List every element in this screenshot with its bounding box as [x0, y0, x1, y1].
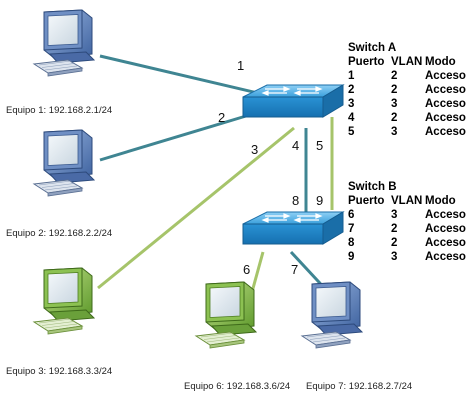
equipo-7-pc-icon	[301, 281, 363, 349]
port-label-4: 4	[292, 138, 299, 153]
switch-b-rows: 6 3 Acceso 7 2 Acceso 8 2 Acceso 9 3 Acc…	[348, 209, 466, 263]
port-label-9: 9	[316, 193, 323, 208]
equipo-2-label: Equipo 2: 192.168.2.2/24	[6, 228, 112, 239]
equipo-3-label: Equipo 3: 192.168.3.3/24	[6, 366, 112, 377]
equipo-3-pc-icon	[33, 267, 95, 335]
switch-b-row-vlan: 3	[391, 251, 397, 263]
switch-b-row-vlan: 3	[391, 209, 397, 221]
port-label-5: 5	[316, 138, 323, 153]
switch-b-row-port: 6	[348, 209, 354, 221]
switch-a-row-mode: Acceso	[425, 112, 466, 124]
switch-b-row-mode: Acceso	[425, 251, 466, 263]
switch-a-header-vlan: VLAN	[391, 56, 422, 68]
switch-b-row-port: 9	[348, 251, 354, 263]
switch-b-row-mode: Acceso	[425, 209, 466, 221]
switch-b-row-vlan: 2	[391, 223, 397, 235]
link-1	[99, 54, 263, 96]
switch-b-header-puerto: Puerto	[348, 195, 384, 207]
port-label-2: 2	[218, 110, 225, 125]
switch-a-row-port: 3	[348, 98, 354, 110]
switch-a-row-vlan: 3	[391, 98, 397, 110]
switch-a-header-modo: Modo	[425, 56, 456, 68]
link-2	[99, 114, 247, 162]
switch-a-row-vlan: 3	[391, 126, 397, 138]
switch-a-row-port: 4	[348, 112, 355, 124]
link-6	[250, 251, 265, 293]
switch-a-icon	[242, 84, 344, 118]
switch-a-row-mode: Acceso	[425, 126, 466, 138]
switch-b-header-modo: Modo	[425, 195, 456, 207]
equipo-7-label: Equipo 7: 192.168.2.7/24	[306, 381, 412, 392]
switch-b-row-mode: Acceso	[425, 223, 466, 235]
switch-b-row-mode: Acceso	[425, 237, 466, 249]
links	[97, 54, 334, 296]
switch-a-row-port: 5	[348, 126, 355, 138]
port-label-3: 3	[251, 142, 258, 157]
equipo-6-pc-icon	[195, 281, 257, 349]
switch-b-row-vlan: 2	[391, 237, 397, 249]
switch-a-row-port: 2	[348, 84, 354, 96]
switch-a-title: Switch A	[348, 42, 396, 54]
port-label-7: 7	[291, 262, 298, 277]
switch-b-row-port: 8	[348, 237, 355, 249]
switch-b-row-port: 7	[348, 223, 354, 235]
link-3	[97, 126, 295, 290]
port-label-6: 6	[243, 262, 250, 277]
switch-b-title: Switch B	[348, 181, 397, 193]
port-label-1: 1	[237, 58, 244, 73]
equipo-2-pc-icon	[33, 129, 95, 197]
switch-b-header-vlan: VLAN	[391, 195, 422, 207]
switch-a-row-port: 1	[348, 70, 355, 82]
switch-a-table: Switch A Puerto VLAN Modo 1 2 Acceso 2 2…	[348, 42, 466, 138]
switch-a-row-mode: Acceso	[425, 70, 466, 82]
switch-a-row-vlan: 2	[391, 112, 397, 124]
switch-b-table: Switch B Puerto VLAN Modo 6 3 Acceso 7 2…	[348, 181, 466, 263]
port-label-8: 8	[292, 193, 299, 208]
switch-a-rows: 1 2 Acceso 2 2 Acceso 3 3 Acceso 4 2 Acc…	[348, 70, 466, 138]
equipo-1-label: Equipo 1: 192.168.2.1/24	[6, 105, 112, 116]
switch-a-row-mode: Acceso	[425, 84, 466, 96]
switch-a-row-mode: Acceso	[425, 98, 466, 110]
switch-a-header-puerto: Puerto	[348, 56, 384, 68]
switch-b-icon	[242, 211, 344, 245]
equipo-1-pc-icon	[33, 9, 95, 77]
switch-a-row-vlan: 2	[391, 70, 397, 82]
equipo-6-label: Equipo 6: 192.168.3.6/24	[184, 381, 290, 392]
switch-a-row-vlan: 2	[391, 84, 397, 96]
